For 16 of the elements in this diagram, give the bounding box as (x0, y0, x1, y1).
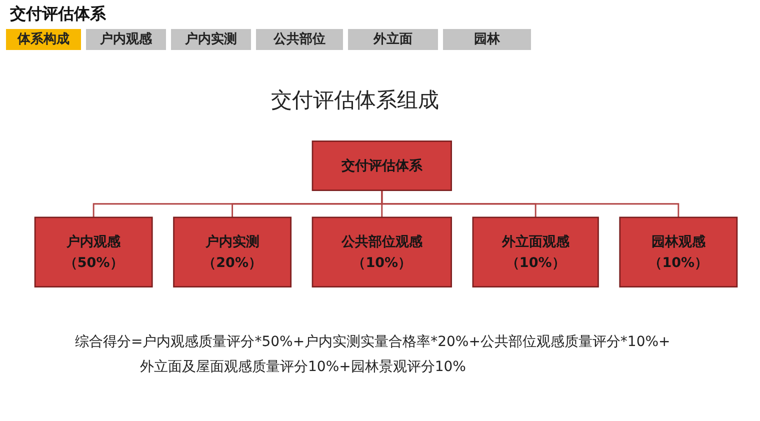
org-box: 公共部位观感 （10%） (312, 216, 452, 288)
diagram-heading: 交付评估体系组成 (270, 87, 440, 114)
tab: 户内实测 (171, 29, 251, 50)
org-box: 园林观感 （10%） (619, 216, 738, 288)
selected-tab: 体系构成 (6, 29, 81, 50)
tab: 外立面 (348, 29, 438, 50)
page-title: 交付评估体系 (10, 4, 106, 25)
org-box: 户内观感 （50%） (34, 216, 153, 288)
org-box: 户内实测 （20%） (173, 216, 292, 288)
connector-line (381, 190, 680, 218)
formula-note: 综合得分=户内观感质量评分*50%+户内实测实量合格率*20%+公共部位观感质量评分*10%+外立面及屋面观感质量评分10%+园林景观评分10% (75, 333, 672, 377)
tab: 园林 (443, 29, 531, 50)
org-box: 外立面观感 （10%） (472, 216, 599, 288)
tab: 公共部位 (256, 29, 343, 50)
tab: 户内观感 (86, 29, 166, 50)
org-box: 交付评估体系 (312, 140, 452, 192)
